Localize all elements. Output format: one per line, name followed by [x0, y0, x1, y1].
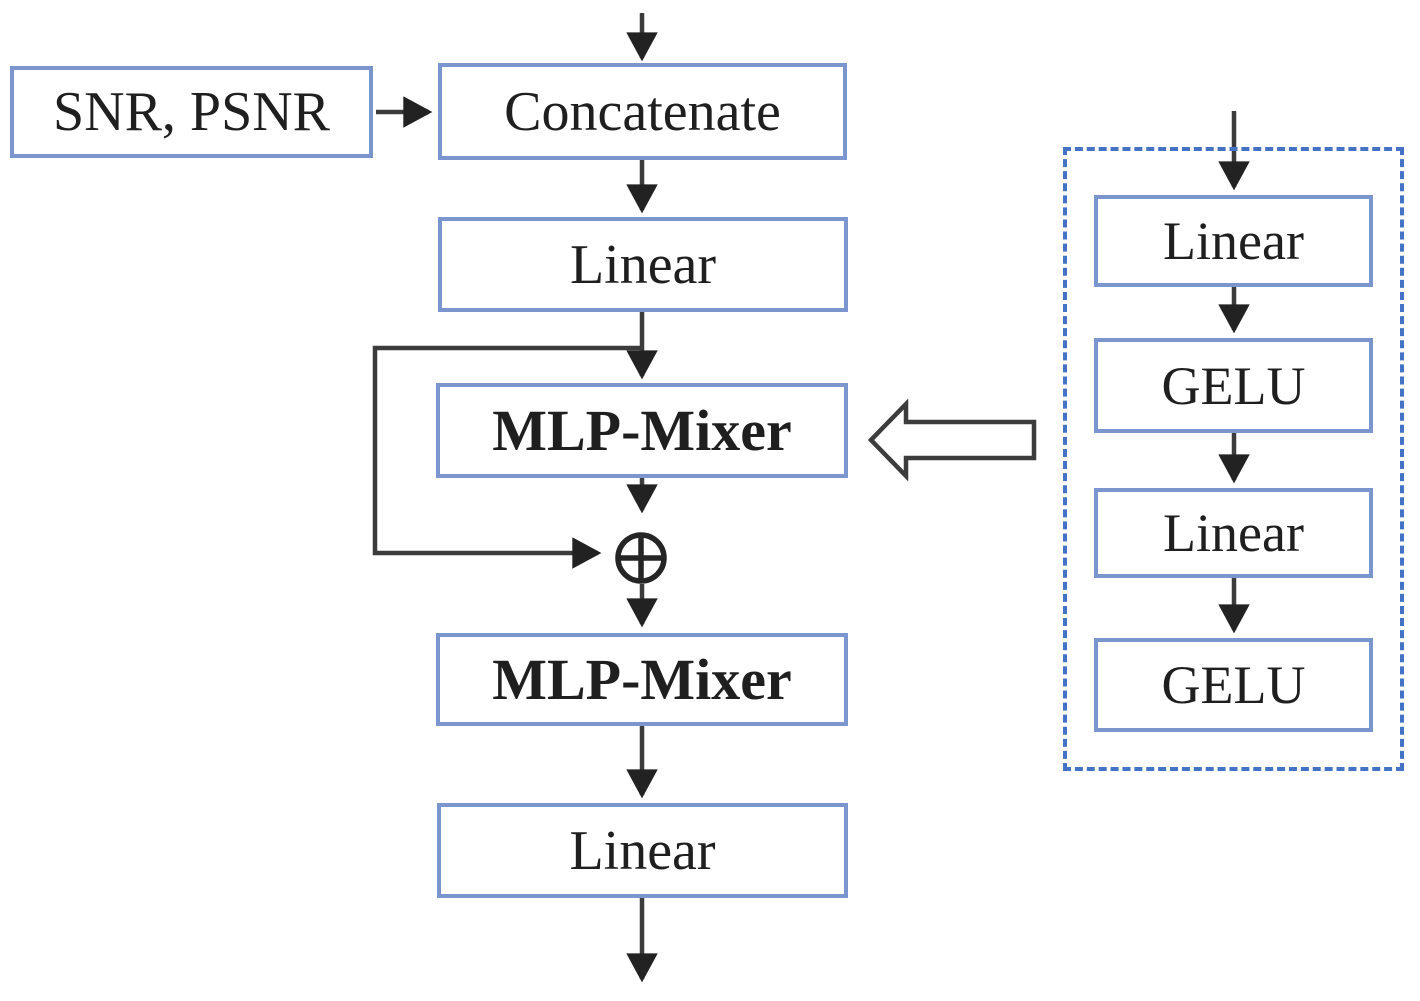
node-snr-psnr: SNR, PSNR	[10, 66, 373, 158]
detail-node-gelu-second: GELU	[1094, 638, 1373, 732]
node-linear-bottom: Linear	[437, 803, 848, 898]
node-linear-top-label: Linear	[569, 233, 717, 296]
detail-node-linear-first: Linear	[1094, 195, 1373, 287]
node-mlp-mixer-top-label: MLP-Mixer	[492, 397, 792, 463]
expansion-arrow-icon	[867, 398, 1037, 482]
node-concatenate: Concatenate	[438, 63, 847, 160]
detail-node-gelu-first: GELU	[1094, 338, 1373, 433]
detail-node-linear-second-label: Linear	[1163, 503, 1304, 563]
mlp-mixer-detail-panel	[1063, 147, 1404, 771]
node-concatenate-label: Concatenate	[504, 80, 781, 143]
detail-node-gelu-first-label: GELU	[1161, 355, 1306, 416]
detail-node-gelu-second-label: GELU	[1161, 655, 1306, 715]
node-snr-psnr-label: SNR, PSNR	[52, 81, 331, 143]
detail-node-linear-second: Linear	[1094, 488, 1373, 578]
circled-plus-icon	[615, 532, 667, 584]
detail-node-linear-first-label: Linear	[1163, 211, 1304, 271]
node-mlp-mixer-bottom-label: MLP-Mixer	[492, 646, 792, 712]
node-linear-top: Linear	[438, 217, 848, 312]
node-linear-bottom-label: Linear	[569, 819, 716, 882]
node-mlp-mixer-top: MLP-Mixer	[436, 383, 848, 478]
node-mlp-mixer-bottom: MLP-Mixer	[436, 633, 848, 726]
skip-connection-line	[372, 345, 642, 569]
